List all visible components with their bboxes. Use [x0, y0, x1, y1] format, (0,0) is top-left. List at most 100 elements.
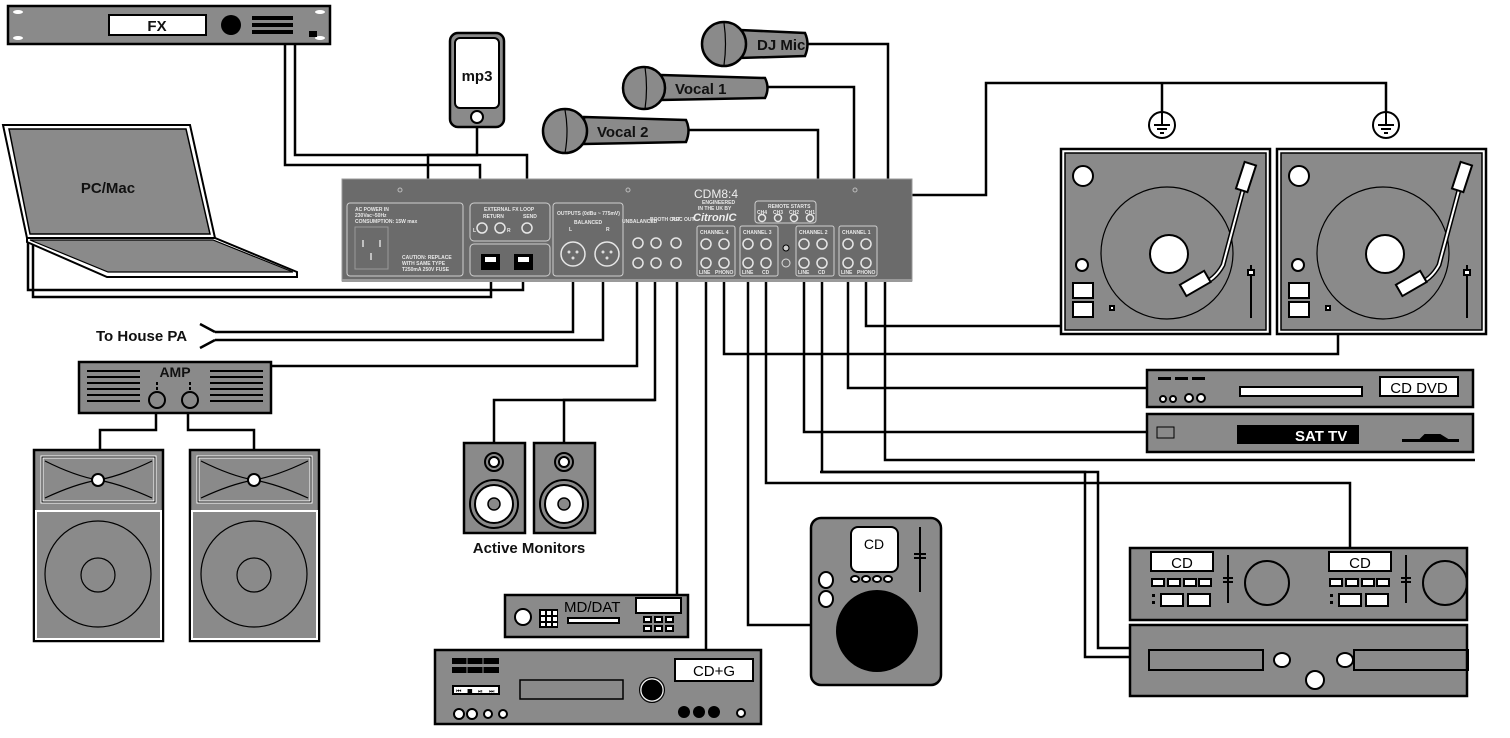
amplifier[interactable]: AMP — [77, 360, 273, 415]
dj-mic[interactable]: DJ Mic — [700, 20, 809, 68]
remote-ch1-jack[interactable] — [805, 213, 815, 223]
ch2-line-l-jack[interactable] — [798, 257, 810, 269]
twin-cd-left-label: CD — [1171, 555, 1193, 572]
xlr-out-l-jack[interactable] — [560, 241, 586, 267]
booth-out-r-jack[interactable] — [650, 237, 662, 249]
ch1-right-label: PHONO — [857, 270, 875, 276]
vocal1-mic[interactable]: Vocal 1 — [621, 65, 769, 111]
cd-single-label: CD — [864, 536, 884, 552]
twin-cd-power[interactable] — [1305, 670, 1325, 690]
turntable-2-pitch-slider[interactable] — [1463, 269, 1471, 276]
ch4-line-r-jack[interactable] — [700, 238, 712, 250]
twin-cd-eject-right[interactable] — [1336, 652, 1354, 668]
amp-knob-right[interactable] — [181, 391, 199, 409]
fx-return-l-jack[interactable] — [476, 222, 488, 234]
fx-label: FX — [147, 18, 166, 35]
mp3-player[interactable]: mp3 — [448, 31, 506, 129]
ch4-phono-r-jack[interactable] — [718, 238, 730, 250]
sat-tv-receiver[interactable]: SAT TV — [1145, 412, 1475, 454]
cd-dvd-player[interactable]: CD DVD — [1145, 368, 1475, 409]
booth-out-l-jack[interactable] — [650, 257, 662, 269]
remote-ch4-jack[interactable] — [757, 213, 767, 223]
remote-ch2-jack[interactable] — [789, 213, 799, 223]
pa-speaker-right[interactable] — [188, 448, 321, 643]
turntable-2[interactable] — [1275, 147, 1488, 336]
remote-ch1: CH1 — [805, 210, 815, 216]
cable-house-pa-l — [215, 262, 575, 334]
caution-1: CAUTION: REPLACE — [402, 255, 452, 261]
vocal2-mic[interactable]: Vocal 2 — [541, 107, 690, 155]
ch1-line-l-jack[interactable] — [842, 257, 854, 269]
mixer-brand: CDM8:4 ENGINEERED IN THE UK BY CitronIC — [693, 187, 738, 224]
cable-speaker-r — [186, 413, 256, 450]
cdg-disc-tray[interactable] — [519, 679, 624, 700]
cd-player-single[interactable]: CD — [809, 516, 943, 687]
mixer-brand-name: CitronIC — [693, 212, 737, 224]
unbal-out-l-jack[interactable] — [632, 257, 644, 269]
twin-cd-jog-right[interactable] — [1422, 560, 1468, 606]
active-monitor-right[interactable] — [532, 441, 597, 535]
cd-jog-wheel[interactable] — [836, 590, 918, 672]
turntable-1-speed-button[interactable] — [1072, 301, 1094, 318]
amp-knob-left[interactable] — [148, 391, 166, 409]
md-dat-recorder[interactable]: MD/DAT — [503, 593, 690, 639]
ch1-phono-r-jack[interactable] — [860, 238, 872, 250]
cable-dj-mic — [808, 42, 890, 180]
ground-symbol-1-icon — [1148, 111, 1176, 139]
channel-3: CHANNEL 3 LINE CD — [739, 225, 779, 277]
tweeter-icon — [91, 473, 105, 487]
ch3-line-l-jack[interactable] — [742, 257, 754, 269]
dj-mic-label: DJ Mic — [757, 37, 805, 54]
ch2-line-r-jack[interactable] — [798, 238, 810, 250]
ch1-phono-l-jack[interactable] — [860, 257, 872, 269]
cdg-transport-controls[interactable]: ⏮ ■ ⏯ ⏭ — [452, 685, 500, 695]
usb-section — [469, 243, 551, 277]
twin-cd-transport[interactable] — [1128, 623, 1469, 698]
twin-cd-eject-left[interactable] — [1273, 652, 1291, 668]
md-dat-slot[interactable] — [567, 617, 620, 624]
ground-post-icon[interactable] — [782, 244, 790, 252]
turntable-2-speed-button[interactable] — [1288, 301, 1310, 318]
ch2-cd-r-jack[interactable] — [816, 238, 828, 250]
ch2-cd-l-jack[interactable] — [816, 257, 828, 269]
ground-symbol-icon — [781, 258, 791, 268]
pa-speaker-left[interactable] — [32, 448, 165, 643]
turntable-1-start-button[interactable] — [1072, 282, 1094, 299]
ch3-cd-r-jack[interactable] — [760, 238, 772, 250]
remote-ch3-jack[interactable] — [773, 213, 783, 223]
twin-cd-jog-left[interactable] — [1244, 560, 1290, 606]
twin-cd-deck-left[interactable]: CD — [1150, 551, 1290, 607]
mixer-model: CDM8:4 — [694, 187, 738, 201]
turntable-1[interactable] — [1059, 147, 1272, 336]
ch3-line-r-jack[interactable] — [742, 238, 754, 250]
ch4-phono-l-jack[interactable] — [718, 257, 730, 269]
xlr-out-r-jack[interactable] — [594, 241, 620, 267]
twin-cd-deck-right[interactable]: CD — [1328, 551, 1468, 607]
fx-loop-section: EXTERNAL FX LOOP RETURN SEND L R — [469, 202, 551, 242]
ch3-cd-l-jack[interactable] — [760, 257, 772, 269]
turntable-1-headshell[interactable] — [1234, 160, 1258, 194]
fx-unit[interactable]: FX — [6, 4, 332, 46]
rec-out-l-jack[interactable] — [670, 257, 682, 269]
turntable-1-pitch-slider[interactable] — [1247, 269, 1255, 276]
active-monitor-left[interactable] — [462, 441, 527, 535]
mixer-rear-panel[interactable]: AC POWER IN 230Vac~50Hz CONSUMPTION: 15W… — [341, 178, 913, 282]
channel-4-label: CHANNEL 4 — [700, 230, 729, 236]
remote-ch3: CH3 — [773, 210, 783, 216]
rec-out-r-jack[interactable] — [670, 237, 682, 249]
fx-return-r-jack[interactable] — [494, 222, 506, 234]
pc-mac-laptop[interactable]: PC/Mac — [1, 124, 298, 278]
twin-cd-tray-left[interactable] — [1148, 649, 1264, 671]
turntable-2-start-button[interactable] — [1288, 282, 1310, 299]
twin-cd-controller[interactable]: CD CD — [1128, 546, 1469, 622]
disc-tray[interactable] — [1239, 386, 1363, 397]
turntable-2-headshell[interactable] — [1450, 160, 1474, 194]
ch4-line-l-jack[interactable] — [700, 257, 712, 269]
unbal-out-r-jack[interactable] — [632, 237, 644, 249]
ch1-line-r-jack[interactable] — [842, 238, 854, 250]
channel-inputs: CHANNEL 4 LINE PHONO CHANNEL 3 LINE CD — [696, 225, 878, 277]
cdg-player[interactable]: ⏮ ■ ⏯ ⏭ CD+G — [433, 648, 763, 726]
fx-send-jack[interactable] — [521, 222, 533, 234]
fx-knob-icon — [221, 15, 241, 35]
ground-symbol-2-icon — [1372, 111, 1400, 139]
